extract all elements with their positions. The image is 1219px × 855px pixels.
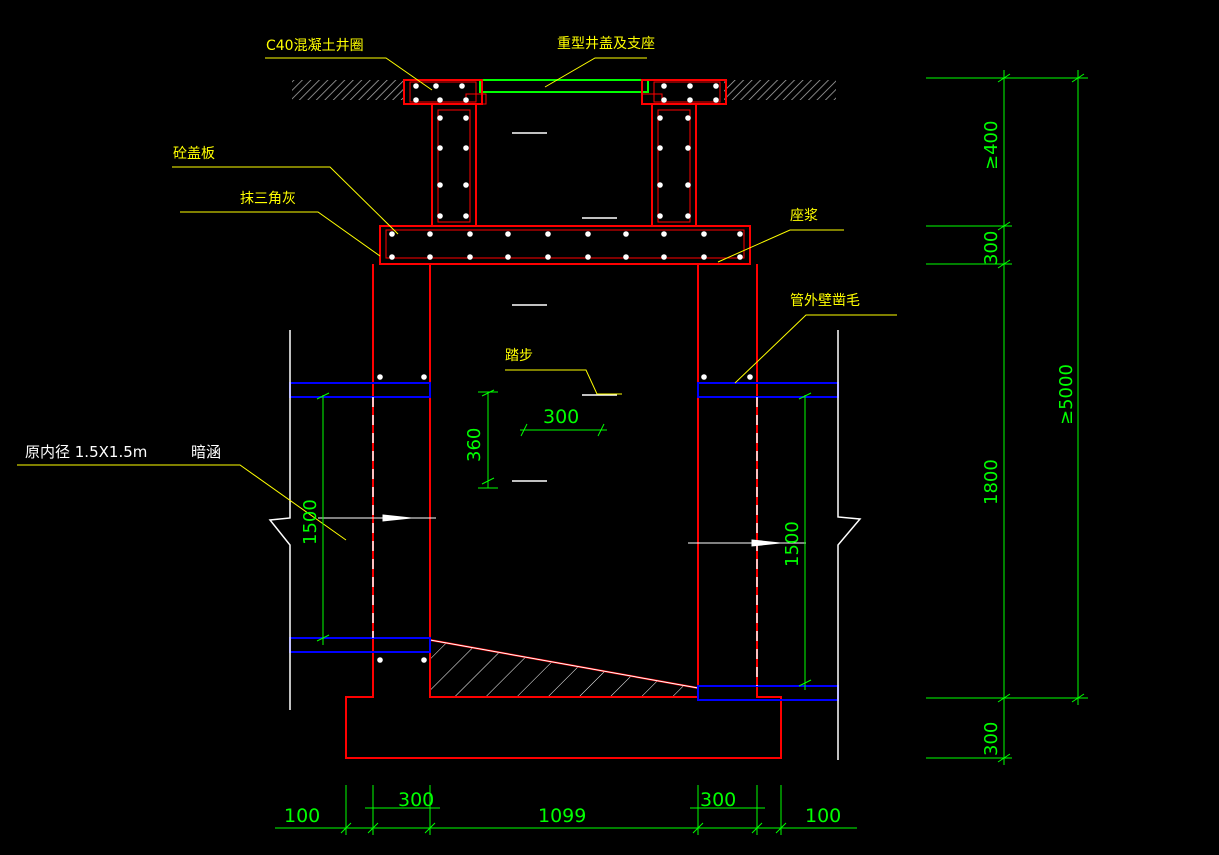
rebar-dot	[437, 115, 443, 121]
dim-right-slab: 300	[981, 231, 1002, 265]
manhole-cover	[479, 79, 649, 93]
rebar-dot	[713, 97, 719, 103]
step-symbols	[512, 132, 617, 482]
rebar-dot	[685, 115, 691, 121]
rebar-dot	[389, 231, 395, 237]
flow-arrows	[318, 514, 806, 547]
rebar-dot	[459, 83, 465, 89]
bottom-dim-chain	[275, 785, 857, 835]
rebar-dot	[713, 83, 719, 89]
rebar-dot	[685, 145, 691, 151]
rebar-dot	[421, 657, 427, 663]
break-lines	[268, 330, 862, 760]
rebar-dot	[467, 254, 473, 260]
culvert-slabs	[289, 382, 839, 701]
step-dim-lines	[478, 389, 607, 489]
rebar-dot	[661, 231, 667, 237]
rebar-dot	[437, 145, 443, 151]
rebar-dot	[661, 83, 667, 89]
rebar-dot	[413, 97, 419, 103]
rebar-dot	[433, 83, 439, 89]
rebar-dot	[427, 231, 433, 237]
rebar-dot	[661, 97, 667, 103]
rebar-dot	[747, 374, 753, 380]
rebar-dot	[437, 182, 443, 188]
rebar-dot	[463, 182, 469, 188]
label-cover-slab: 砼盖板	[173, 146, 215, 162]
rebar-dot	[437, 97, 443, 103]
rebar-dot	[463, 115, 469, 121]
culvert-dim-lines	[316, 392, 812, 690]
rebar-dot	[687, 83, 693, 89]
label-c40-ring: C40混凝土井圈	[266, 38, 364, 54]
riser-walls	[431, 103, 697, 227]
label-original-inner-size: 原内径 1.5X1.5m	[25, 443, 147, 461]
rebar-dot	[687, 97, 693, 103]
label-mortar-bed: 座浆	[790, 208, 818, 224]
concrete-cover-slab	[379, 225, 751, 265]
rebar-dot	[463, 213, 469, 219]
rebar-dot	[623, 254, 629, 260]
dim-bottom-right-margin: 100	[805, 805, 841, 827]
label-culvert: 暗涵	[191, 443, 221, 461]
rebar-dot	[427, 254, 433, 260]
benching-fill	[429, 638, 699, 698]
label-heavy-cover: 重型井盖及支座	[557, 36, 655, 52]
dim-bottom-inner: 1099	[538, 805, 586, 827]
leader-lines	[17, 57, 897, 541]
dim-right-total: ≥5000	[1056, 364, 1077, 425]
rebar-dot	[377, 374, 383, 380]
dim-step-vertical: 360	[464, 428, 485, 462]
label-pipe-wall-roughen: 管外壁凿毛	[790, 293, 860, 309]
rebar-dot	[421, 374, 427, 380]
rebar-dot	[701, 254, 707, 260]
dim-right-top: ≥400	[981, 121, 1002, 170]
dim-bottom-left-margin: 100	[284, 805, 320, 827]
rebar-dot	[623, 231, 629, 237]
rebar-dot	[737, 254, 743, 260]
rebar-dot	[377, 657, 383, 663]
rebar-dot	[661, 254, 667, 260]
rebar-dot	[701, 231, 707, 237]
ground-surface	[292, 80, 836, 100]
rebar-dot	[389, 254, 395, 260]
rebar-dot	[685, 182, 691, 188]
rebar-dot	[657, 213, 663, 219]
label-triangle-plaster: 抹三角灰	[240, 191, 296, 207]
rebar-dot	[505, 231, 511, 237]
dim-right-mid: 1800	[981, 459, 1002, 505]
dim-left-culvert-height: 1500	[300, 499, 321, 545]
rebar-dot	[463, 145, 469, 151]
dim-bottom-right-wall: 300	[700, 789, 736, 811]
rebar-dot	[585, 231, 591, 237]
rebar-dot	[467, 231, 473, 237]
rebar-dot	[463, 97, 469, 103]
rebar-dot	[657, 145, 663, 151]
label-step: 踏步	[505, 348, 533, 364]
rebar-dot	[413, 83, 419, 89]
rebar-dot	[545, 254, 551, 260]
dim-step-horizontal: 300	[543, 406, 579, 428]
rebar-dot	[585, 254, 591, 260]
rebar-dots	[377, 83, 753, 663]
rebar-dot	[701, 374, 707, 380]
dim-right-base: 300	[981, 722, 1002, 756]
rebar-dot	[657, 115, 663, 121]
right-dim-chain	[926, 70, 1088, 765]
rebar-dot	[685, 213, 691, 219]
dim-bottom-left-wall: 300	[398, 789, 434, 811]
rebar-dot	[437, 213, 443, 219]
rebar-dot	[737, 231, 743, 237]
rebar-dot	[657, 182, 663, 188]
dim-right-culvert-height: 1500	[782, 521, 803, 567]
rebar-dot	[505, 254, 511, 260]
rebar-dot	[545, 231, 551, 237]
